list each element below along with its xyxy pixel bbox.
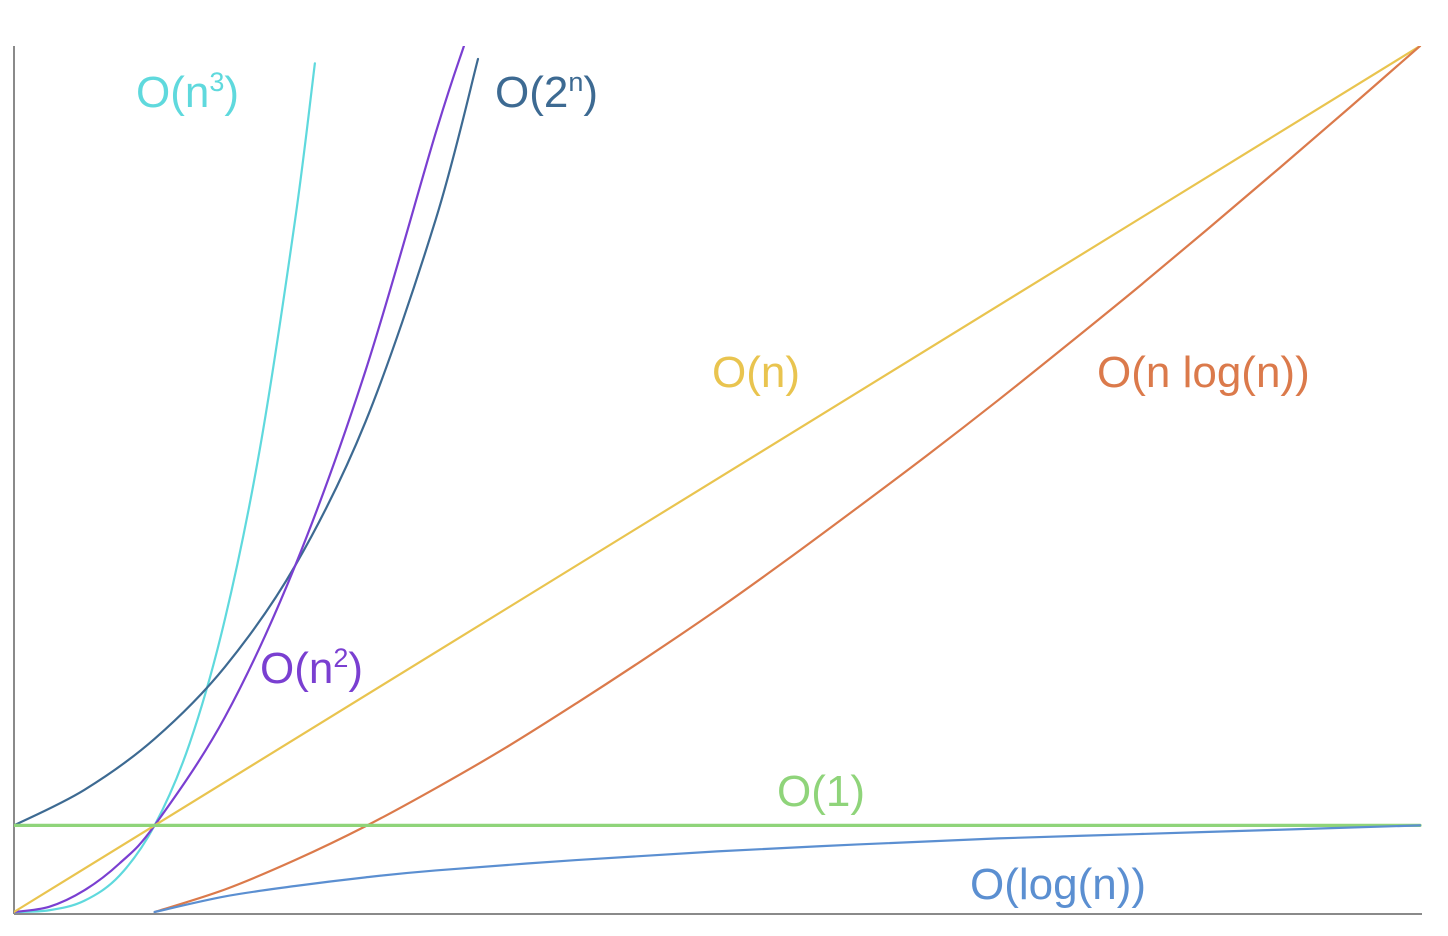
series-line-6 — [153, 824, 1422, 914]
series-label-o-log-n: O(log(n)) — [970, 860, 1146, 909]
series-label-o-2-pow-n: O(2n) — [495, 67, 598, 117]
series-label-o-n-squared: O(n2) — [260, 643, 363, 693]
series-line-4 — [153, 46, 1422, 914]
series-label-o-1: O(1) — [777, 767, 865, 816]
series-line-2 — [14, 46, 466, 914]
series-label-o-n-cubed: O(n3) — [136, 67, 239, 117]
series-curves — [14, 46, 1422, 914]
series-line-0 — [14, 62, 316, 914]
series-label-o-n-log-n: O(n log(n)) — [1097, 348, 1310, 397]
series-line-1 — [14, 57, 480, 827]
series-line-3 — [14, 46, 1422, 914]
series-label-o-n: O(n) — [712, 348, 800, 397]
series-labels: O(n3) O(2n) O(n2) O(n) O(n log(n)) O(1) … — [136, 67, 1310, 909]
